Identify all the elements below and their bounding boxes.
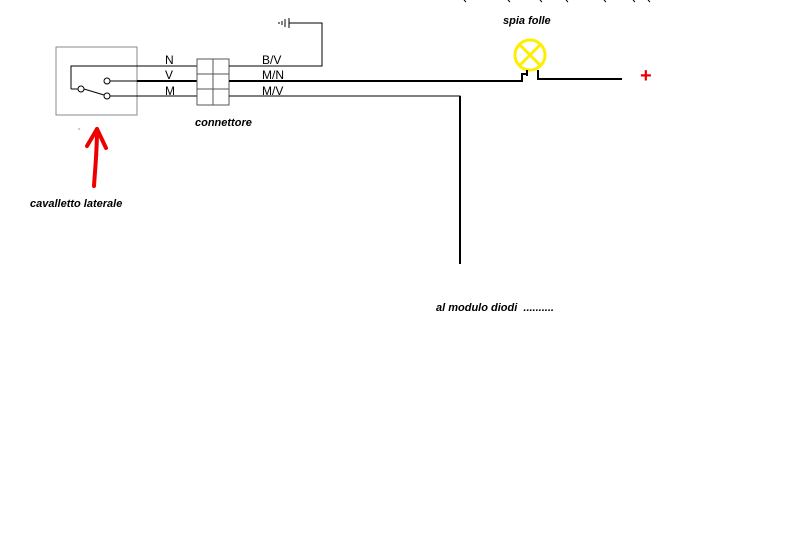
lamp-label: spia folle bbox=[503, 15, 551, 27]
switch-wires bbox=[137, 65, 197, 97]
connector-block bbox=[196, 58, 230, 106]
pin-label-v: V bbox=[165, 68, 173, 82]
connector-label: connettore bbox=[195, 117, 252, 129]
pin-label-n: N bbox=[165, 53, 174, 67]
wire-label-mn: M/N bbox=[262, 68, 284, 82]
neutral-lamp-icon bbox=[513, 38, 547, 72]
stray-dot bbox=[78, 128, 80, 130]
side-stand-switch bbox=[55, 46, 138, 116]
pointer-arrow-icon bbox=[85, 127, 108, 188]
lamp-terminals bbox=[526, 70, 622, 80]
switch-contacts bbox=[70, 65, 137, 100]
module-label: al modulo diodi .......... bbox=[436, 302, 554, 314]
harness-wires bbox=[229, 22, 527, 264]
switch-label: cavalletto laterale bbox=[30, 198, 122, 210]
positive-terminal-symbol: + bbox=[640, 65, 652, 87]
pin-label-m: M bbox=[165, 84, 175, 98]
top-edge-marks bbox=[463, 0, 651, 3]
ground-icon bbox=[278, 18, 290, 28]
wire-label-bv: B/V bbox=[262, 53, 281, 67]
wire-label-mv: M/V bbox=[262, 84, 283, 98]
